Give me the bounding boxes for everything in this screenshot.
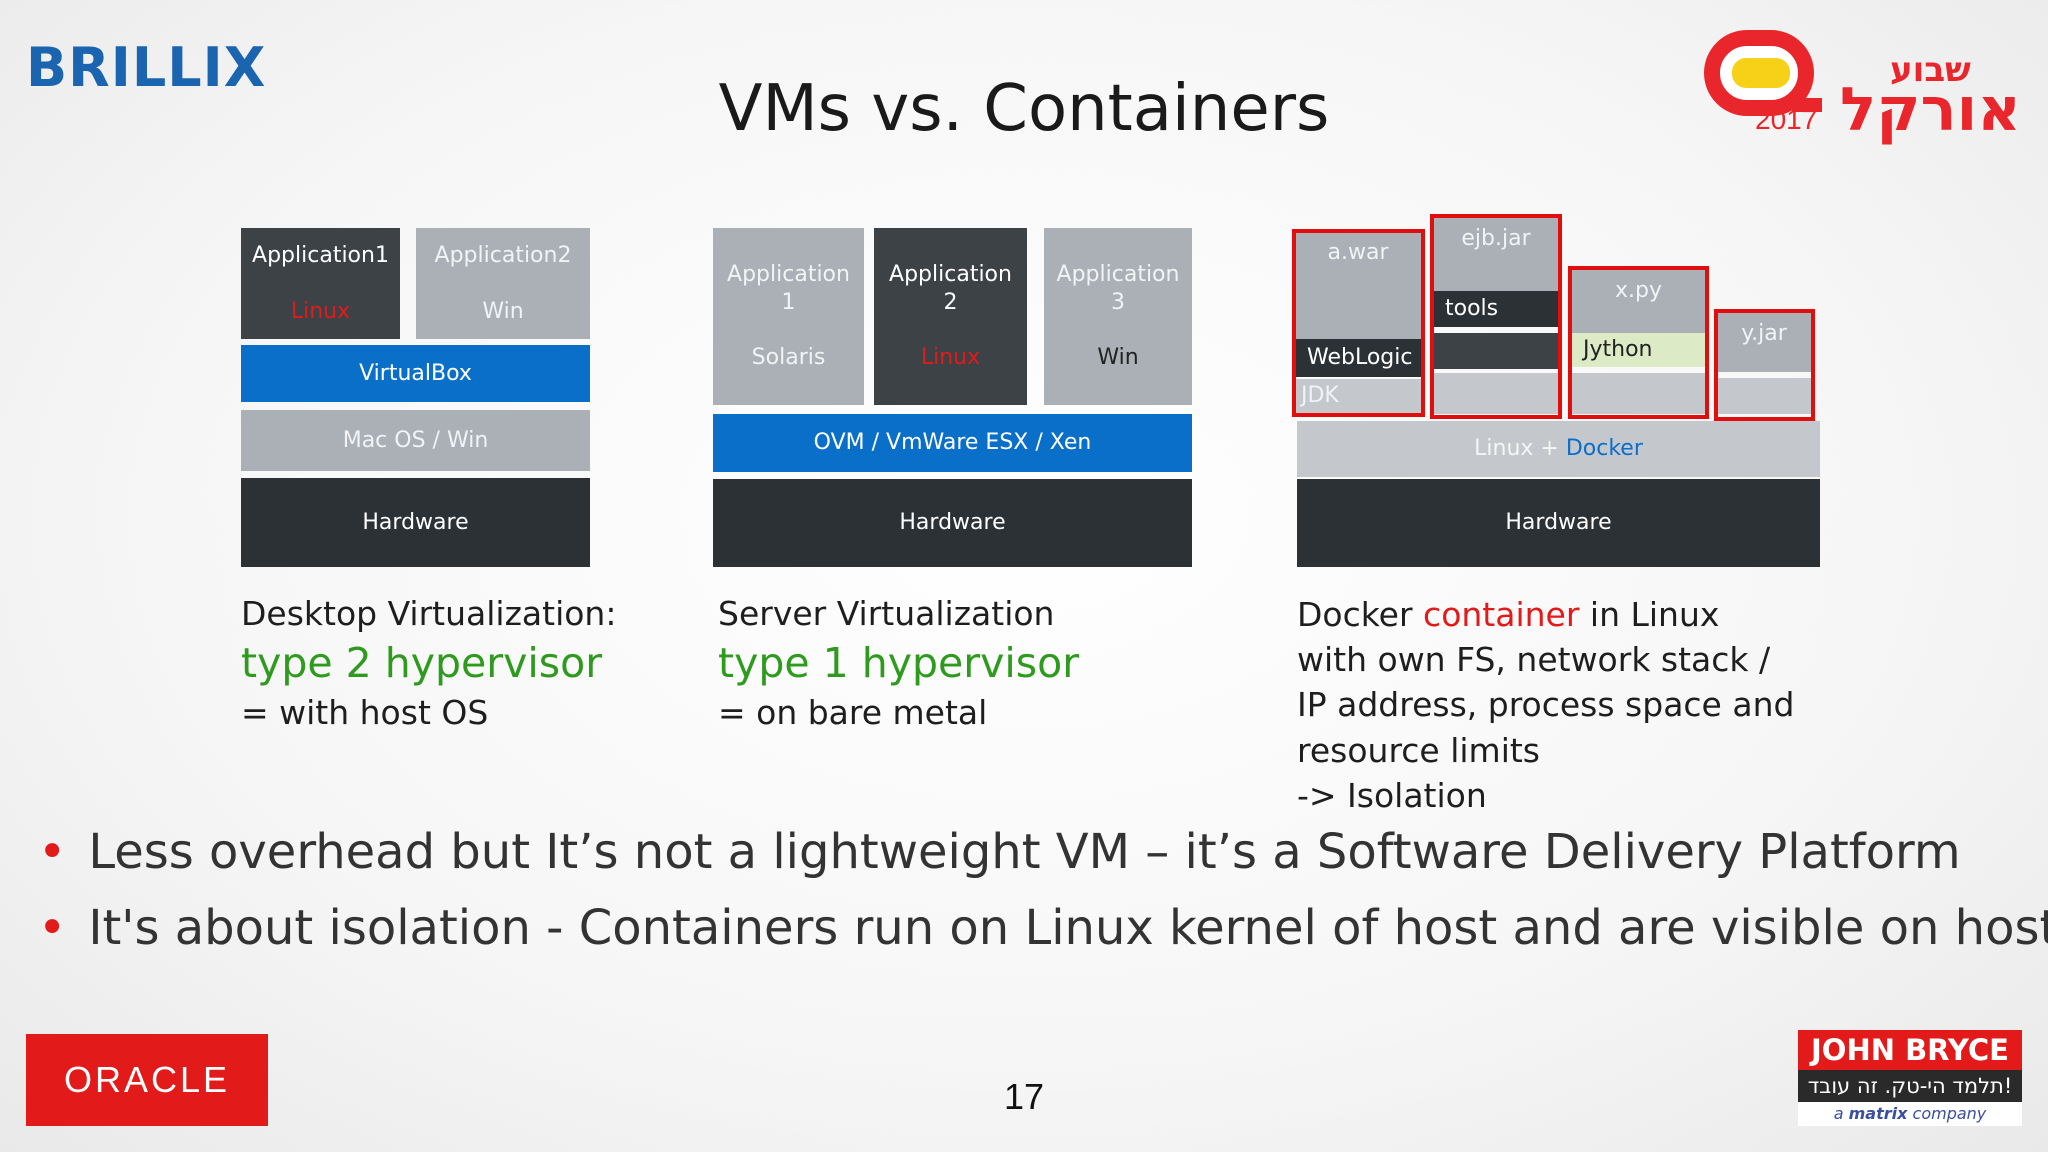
page-number: 17 xyxy=(1003,1076,1045,1117)
server-app1-block: Application 1 Solaris xyxy=(713,228,864,405)
server-app1-name: Application xyxy=(727,262,850,288)
server-app3-os: Win xyxy=(1097,345,1139,371)
server-app2-number: 2 xyxy=(943,289,958,315)
bullet-text: It's about isolation - Containers run on… xyxy=(88,900,2048,956)
server-hypervisor-type: type 1 hypervisor xyxy=(718,639,1080,688)
desktop-app1-os: Linux xyxy=(290,298,351,324)
container-y-jar-base xyxy=(1717,378,1811,414)
oracle-week-ring-tail xyxy=(1792,98,1822,112)
container-y-jar-highlight xyxy=(1714,309,1815,421)
server-note: = on bare metal xyxy=(718,693,988,733)
server-app3-name: Application xyxy=(1056,262,1180,288)
desktop-app2-name: Application2 xyxy=(434,243,572,268)
container-ejb-jar-base xyxy=(1433,373,1559,414)
oracle-week-logo: 2017 שבוע אורקל xyxy=(1700,22,2030,152)
oracle-week-hebrew-top: שבוע xyxy=(1890,50,1971,90)
container-a-war-weblogic: WebLogic xyxy=(1295,339,1421,377)
container-ejb-jar-layer xyxy=(1433,333,1559,369)
server-hypervisor-block: OVM / VmWare ESX / Xen xyxy=(713,414,1192,472)
john-bryce-logo: JOHN BRYCE תלמד הי-טק. זה עובד! a matrix… xyxy=(1798,1030,2022,1126)
desktop-note: = with host OS xyxy=(241,693,489,733)
server-app3-number: 3 xyxy=(1111,289,1125,315)
container-y-jar-app: y.jar xyxy=(1717,312,1811,372)
container-a-war: a.war WebLogic JDK xyxy=(1295,231,1421,413)
server-hardware-block: Hardware xyxy=(713,479,1192,567)
bullet-dot-icon: • xyxy=(38,824,67,880)
oracle-week-year: 2017 xyxy=(1755,104,1818,135)
desktop-app1-name: Application1 xyxy=(252,243,389,268)
container-ejb-jar-tools: tools xyxy=(1433,291,1559,327)
john-bryce-name: JOHN BRYCE xyxy=(1798,1030,2022,1070)
oracle-wordmark: ORACLE xyxy=(63,1059,231,1100)
container-ejb-jar: ejb.jar tools xyxy=(1433,217,1559,414)
bullet-text: Less overhead but It’s not a lightweight… xyxy=(88,824,1961,880)
server-app2-block: Application 2 Linux xyxy=(874,228,1027,405)
server-app3-block: Application 3 Win xyxy=(1044,228,1192,405)
container-a-war-app: a.war xyxy=(1295,231,1421,339)
server-app2-name: Application xyxy=(889,262,1012,288)
server-app2-os: Linux xyxy=(920,345,981,371)
docker-caption-container: container xyxy=(1423,595,1580,634)
oracle-week-ring-center xyxy=(1732,58,1790,88)
server-caption: Server Virtualization type 1 hypervisor … xyxy=(718,592,1158,735)
docker-host-block: Linux + Docker xyxy=(1297,421,1820,477)
container-x-py: x.py Jython xyxy=(1571,269,1706,414)
desktop-app2-block: Application2 Win xyxy=(416,228,590,339)
docker-caption-line: -> Isolation xyxy=(1297,775,1487,815)
docker-caption-line: with own FS, network stack / xyxy=(1297,640,1771,680)
bullet-item: • Less overhead but It’s not a lightweigh… xyxy=(38,824,2028,880)
docker-caption: Docker container in Linux with own FS, n… xyxy=(1297,592,1817,818)
john-bryce-sub: a matrix company xyxy=(1798,1102,2022,1126)
desktop-app2-os: Win xyxy=(482,298,524,324)
bullet-item: • It's about isolation - Containers run o… xyxy=(38,900,2048,956)
john-bryce-tagline: תלמד הי-טק. זה עובד! xyxy=(1798,1070,2022,1102)
slide-title: VMs vs. Containers xyxy=(718,72,1330,146)
oracle-week-hebrew-main: אורקל xyxy=(1840,75,2021,145)
oracle-logo: ORACLE xyxy=(26,1034,268,1126)
docker-host-os: Linux + xyxy=(1474,436,1566,462)
container-x-py-highlight xyxy=(1568,266,1709,419)
container-ejb-jar-app: ejb.jar xyxy=(1433,217,1559,291)
desktop-hypervisor-block: VirtualBox xyxy=(241,345,590,402)
brillix-logo: BRILLIX xyxy=(26,36,296,106)
docker-caption-line: resource limits xyxy=(1297,730,1541,770)
john-bryce-sub-brand: matrix xyxy=(1848,1104,1908,1123)
server-app1-os: Solaris xyxy=(751,345,826,371)
container-ejb-jar-highlight xyxy=(1430,214,1562,419)
john-bryce-sub-prefix: a xyxy=(1833,1104,1844,1123)
desktop-hardware-block: Hardware xyxy=(241,478,590,567)
desktop-caption-title: Desktop Virtualization: xyxy=(241,594,617,633)
container-a-war-highlight xyxy=(1292,229,1425,417)
docker-hardware-block: Hardware xyxy=(1297,479,1820,567)
server-app1-number: 1 xyxy=(781,289,796,315)
bullet-dot-icon: • xyxy=(38,900,67,956)
container-x-py-app: x.py xyxy=(1571,269,1706,333)
docker-caption-post: in Linux xyxy=(1579,595,1720,634)
desktop-app1-block: Application1 Linux xyxy=(241,228,400,339)
john-bryce-sub-suffix: company xyxy=(1912,1104,1987,1123)
desktop-host-os-block: Mac OS / Win xyxy=(241,410,590,471)
desktop-hypervisor-type: type 2 hypervisor xyxy=(241,639,603,688)
desktop-caption: Desktop Virtualization: type 2 hyperviso… xyxy=(241,592,681,735)
docker-caption-pre: Docker xyxy=(1297,595,1424,634)
container-x-py-jython: Jython xyxy=(1571,333,1706,367)
container-a-war-jdk: JDK xyxy=(1295,379,1421,413)
docker-caption-title: Docker container in Linux xyxy=(1297,592,1817,637)
server-caption-title: Server Virtualization xyxy=(718,594,1055,633)
container-x-py-base xyxy=(1571,373,1706,414)
brillix-wordmark: BRILLIX xyxy=(26,36,267,99)
docker-caption-line: IP address, process space and xyxy=(1297,685,1795,725)
docker-host-engine: Docker xyxy=(1565,436,1643,462)
container-y-jar: y.jar xyxy=(1717,312,1811,414)
